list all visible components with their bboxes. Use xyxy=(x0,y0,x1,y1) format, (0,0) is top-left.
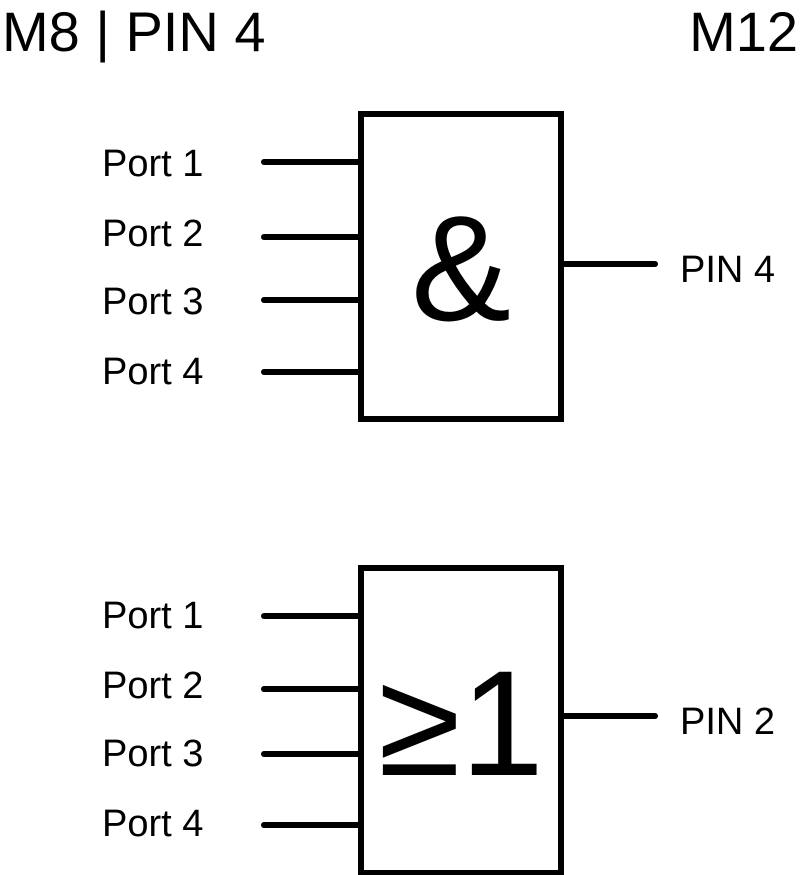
or-gate-symbol: ≥1 xyxy=(378,639,544,807)
and-input-label-2: Port 2 xyxy=(102,213,203,255)
or-input-label-2: Port 2 xyxy=(102,665,203,707)
or-input-label-4: Port 4 xyxy=(102,803,203,845)
or-gate-box xyxy=(358,565,564,875)
or-output-label: PIN 2 xyxy=(680,701,775,743)
and-input-label-4: Port 4 xyxy=(102,351,203,393)
heading-m8-pin4: M8 | PIN 4 xyxy=(2,0,266,63)
or-gate: ≥1 Port 1 Port 2 Port 3 Port 4 PIN 2 xyxy=(102,565,775,875)
and-gate: & Port 1 Port 2 Port 3 Port 4 PIN 4 xyxy=(102,111,775,422)
and-output-label: PIN 4 xyxy=(680,249,775,291)
or-input-label-3: Port 3 xyxy=(102,733,203,775)
and-input-label-3: Port 3 xyxy=(102,281,203,323)
and-input-label-1: Port 1 xyxy=(102,143,203,185)
and-gate-symbol: & xyxy=(411,184,511,352)
or-input-label-1: Port 1 xyxy=(102,595,203,637)
heading-m12: M12 xyxy=(689,0,798,63)
